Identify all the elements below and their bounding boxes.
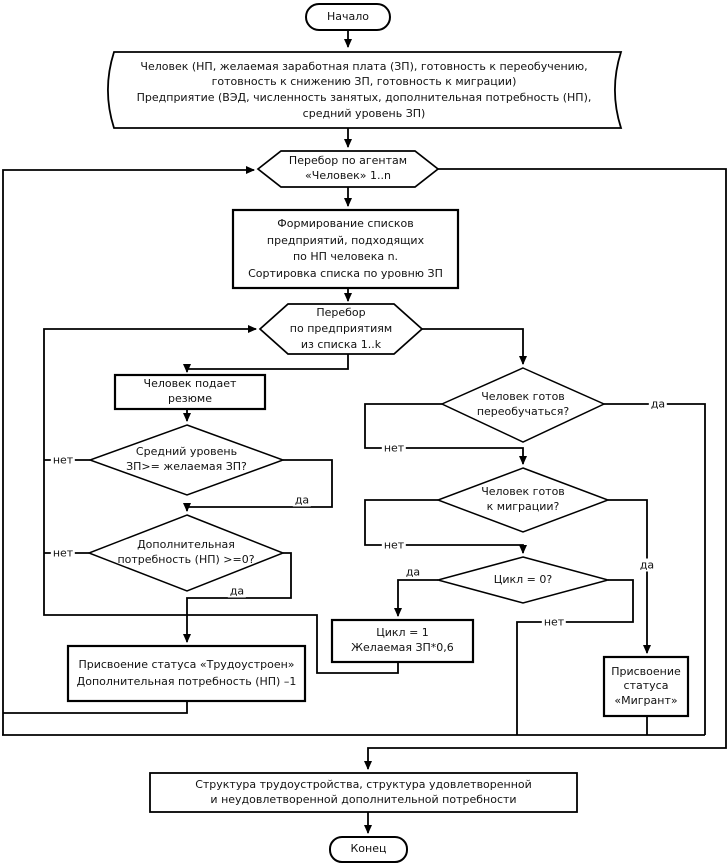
salary-yes-label: да bbox=[292, 493, 312, 507]
edge-employed-loopback bbox=[3, 701, 188, 714]
employed-label: Присвоение статуса «Трудоустроен» Дополн… bbox=[76, 658, 297, 688]
retrain-check-label: Человек готов переобучаться? bbox=[476, 390, 570, 418]
migration-yes-label: да bbox=[637, 558, 657, 572]
cycle-no-label: нет bbox=[541, 615, 567, 629]
edge-cycle-set-loopback bbox=[43, 325, 399, 674]
retrain-yes-label: да bbox=[648, 397, 668, 411]
diamond-cycle-check-shape bbox=[435, 556, 611, 604]
migration-no-label: нет bbox=[381, 538, 407, 552]
loop-people-label: Перебор по агентам «Человек» 1..n bbox=[288, 154, 408, 182]
edge-retrain-no bbox=[364, 403, 527, 465]
process-cycle-set-shape bbox=[330, 618, 475, 664]
edge-left-outer-loop bbox=[2, 166, 255, 735]
node-shapes bbox=[66, 3, 690, 863]
edge-retrain-yes bbox=[604, 403, 706, 735]
need-no-label: нет bbox=[50, 546, 76, 560]
process-output-shape bbox=[149, 772, 578, 813]
form-list-label: Формирование списков предприятий, подход… bbox=[248, 217, 443, 280]
edge-cycle-no bbox=[516, 579, 634, 735]
connectors bbox=[2, 30, 727, 834]
hexagon-loop-firms-shape bbox=[258, 303, 424, 355]
submit-resume-label: Человек подает резюме bbox=[143, 377, 237, 405]
cycle-check-label: Цикл = 0? bbox=[493, 572, 553, 586]
stored-data-input-shape bbox=[107, 51, 623, 129]
edge-migration-yes bbox=[608, 499, 651, 654]
migration-check-label: Человек готов к миграции? bbox=[481, 485, 565, 513]
diamond-need-check-shape bbox=[86, 514, 286, 592]
diamond-migration-check-shape bbox=[435, 467, 611, 533]
hexagon-loop-people-shape bbox=[256, 150, 440, 188]
end-label: Конец bbox=[350, 842, 387, 856]
output-data-label: Структура трудоустройства, структура удо… bbox=[195, 777, 532, 806]
edge-loop-firms-to-retrain bbox=[422, 328, 527, 365]
edge-loop-firms-to-resume bbox=[183, 354, 349, 373]
salary-check-label: Средний уровень ЗП>= желаемая ЗП? bbox=[126, 445, 247, 473]
process-migrant-shape bbox=[602, 655, 690, 718]
edge-migration-no bbox=[364, 499, 527, 554]
edge-salary-yes bbox=[183, 459, 333, 512]
cycle-set-label: Цикл = 1 Желаемая ЗП*0,6 bbox=[351, 626, 454, 654]
start-label: Начало bbox=[326, 9, 369, 23]
loop-firms-label: Перебор по предприятиям из списка 1..k bbox=[289, 306, 393, 351]
edge-need-yes bbox=[183, 552, 292, 643]
edge-loop-people-exit bbox=[364, 168, 727, 770]
need-check-label: Дополнительная потребность (НП) >=0? bbox=[117, 538, 255, 566]
process-form-list-shape bbox=[231, 208, 460, 290]
process-employed-shape bbox=[66, 644, 307, 703]
process-submit-resume-shape bbox=[113, 373, 267, 411]
diamond-salary-check-shape bbox=[87, 424, 286, 496]
retrain-no-label: нет bbox=[381, 441, 407, 455]
terminator-end-shape bbox=[329, 836, 408, 863]
migrant-label: Присвоение статуса «Мигрант» bbox=[611, 664, 681, 707]
input-data-label: Человек (НП, желаемая заработная плата (… bbox=[136, 59, 592, 120]
cycle-yes-label: да bbox=[403, 565, 423, 579]
edge-cycle-yes bbox=[394, 579, 438, 617]
salary-no-label: нет bbox=[50, 453, 76, 467]
diamond-retrain-check-shape bbox=[440, 367, 606, 443]
need-yes-label: да bbox=[227, 584, 247, 598]
terminator-start-shape bbox=[305, 3, 391, 31]
